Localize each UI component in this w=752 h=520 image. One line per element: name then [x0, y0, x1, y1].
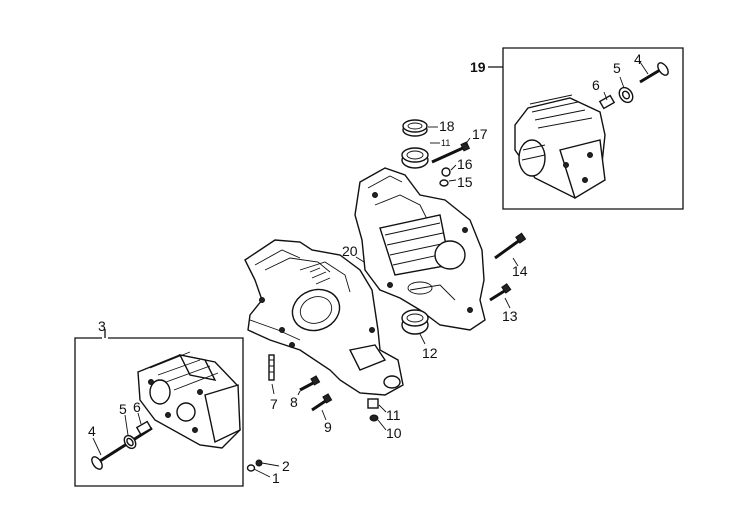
bolt-9	[311, 393, 333, 412]
label-part-19: 19	[470, 59, 486, 75]
label-part-15: 15	[457, 174, 473, 190]
label-part-6-right: 6	[592, 77, 600, 93]
valve-right	[639, 62, 669, 84]
label-part-1: 1	[272, 470, 280, 486]
washer-10	[369, 414, 379, 422]
ring-11-top	[401, 147, 429, 169]
valve-guide-left	[135, 420, 153, 436]
cylinder-head-callout-box-left	[74, 329, 244, 487]
label-part-3: 3	[98, 318, 106, 334]
drain-plug-11	[367, 398, 379, 409]
bolt-1	[246, 464, 256, 472]
dowel-pin-7	[268, 354, 275, 381]
oil-seal-18	[402, 119, 428, 137]
label-part-11-bottom: 11	[386, 407, 401, 423]
washer-15	[439, 179, 449, 187]
label-part-12: 12	[422, 345, 438, 361]
label-part-13: 13	[502, 308, 518, 324]
valve-guide-right	[598, 94, 616, 110]
label-part-4-left: 4	[88, 423, 96, 439]
bolt-13	[489, 283, 512, 302]
label-part-9: 9	[324, 419, 332, 435]
label-part-14: 14	[512, 263, 528, 279]
label-part-8: 8	[290, 394, 298, 410]
label-part-5-left: 5	[119, 401, 127, 417]
label-part-2: 2	[282, 458, 290, 474]
bolt-17	[431, 141, 471, 164]
nut-2	[255, 459, 263, 467]
crankcase-half-right	[354, 167, 486, 331]
bolt-14	[494, 232, 527, 260]
label-part-4-right: 4	[634, 51, 642, 67]
cylinder-callout-box-right	[488, 47, 684, 210]
label-part-5-right: 5	[613, 60, 621, 76]
cylinder-right	[514, 94, 606, 200]
label-part-20: 20	[342, 243, 358, 259]
valve-left	[91, 426, 153, 470]
cylinder-head-left	[137, 351, 241, 449]
label-part-11-top: 11	[441, 138, 450, 148]
valve-seal-left	[123, 434, 137, 450]
nut-16	[441, 167, 451, 177]
oil-seal-12	[401, 309, 429, 335]
label-part-18: 18	[439, 118, 455, 134]
label-part-17: 17	[472, 126, 488, 142]
label-part-7: 7	[270, 396, 278, 412]
label-part-16: 16	[457, 156, 473, 172]
label-part-6-left: 6	[133, 399, 141, 415]
valve-seal-right	[618, 86, 634, 104]
label-part-10: 10	[386, 425, 402, 441]
crankcase-half-left	[244, 239, 404, 396]
bolt-8	[299, 375, 321, 392]
